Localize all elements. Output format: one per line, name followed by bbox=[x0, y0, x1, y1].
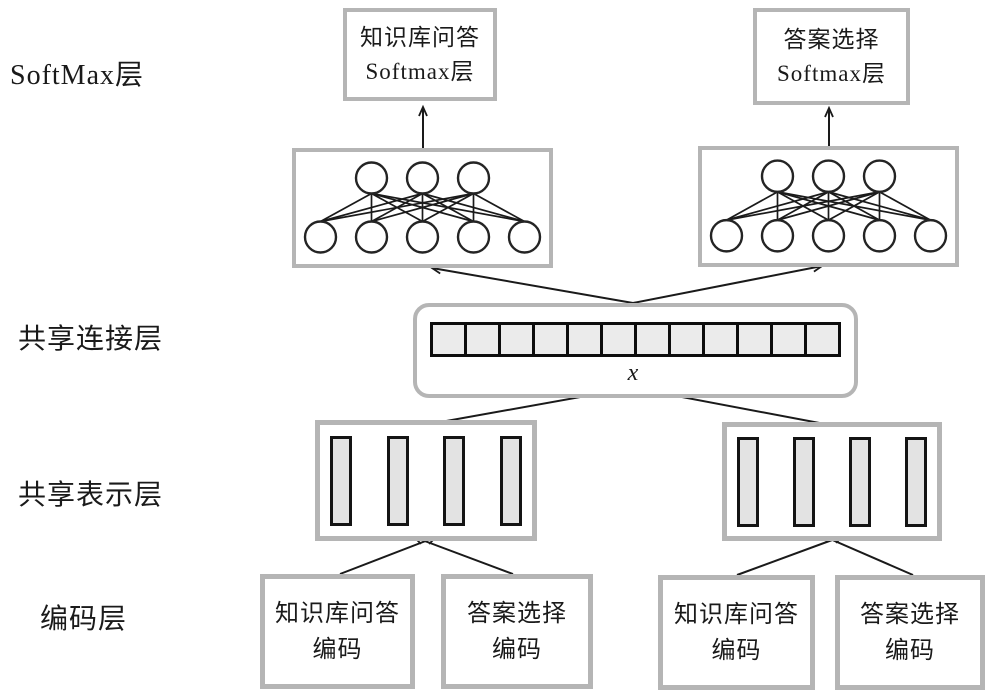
kbqa-softmax-line1: 知识库问答 bbox=[360, 24, 480, 50]
vector-cell bbox=[736, 322, 773, 357]
vector-cell bbox=[634, 322, 671, 357]
layer-label-shared-representation: 共享表示层 bbox=[18, 480, 164, 511]
encoder-box-kbqa-1: 知识库问答 编码 bbox=[260, 574, 415, 689]
answer-softmax-box: 答案选择 Softmax层 bbox=[753, 8, 910, 105]
vector-cells bbox=[430, 322, 841, 357]
encoder-answer-2-line2: 编码 bbox=[885, 637, 935, 664]
nn-graph-left bbox=[303, 161, 542, 254]
encoder-answer-1-line1: 答案选择 bbox=[467, 600, 567, 627]
representation-box-right bbox=[722, 422, 942, 541]
rnn-state-bar bbox=[793, 436, 815, 527]
encoder-answer-2-line1: 答案选择 bbox=[860, 601, 960, 628]
vector-cell bbox=[430, 322, 467, 357]
rnn-state-bar bbox=[849, 436, 871, 527]
encoder-answer-1-line2: 编码 bbox=[492, 636, 542, 663]
encoder-box-answer-1: 答案选择 编码 bbox=[441, 574, 593, 689]
representation-box-left bbox=[315, 420, 537, 541]
encoder-box-kbqa-2: 知识库问答 编码 bbox=[658, 575, 815, 690]
answer-softmax-line2: Softmax层 bbox=[777, 60, 886, 86]
encoder-box-answer-2: 答案选择 编码 bbox=[835, 575, 985, 690]
rnn-state-bar bbox=[443, 435, 466, 526]
encoder-kbqa-1-line1: 知识库问答 bbox=[275, 600, 400, 627]
vector-cell bbox=[770, 322, 807, 357]
rnn-bars-left bbox=[320, 425, 532, 536]
answer-softmax-line1: 答案选择 bbox=[783, 26, 880, 52]
kbqa-softmax-line2: Softmax层 bbox=[365, 58, 475, 84]
encoder-kbqa-2-line2: 编码 bbox=[711, 637, 762, 664]
vector-cell bbox=[702, 322, 739, 357]
rnn-bars-right bbox=[727, 427, 937, 536]
vector-cell bbox=[532, 322, 569, 357]
nn-box-left bbox=[292, 148, 553, 268]
rnn-state-bar bbox=[499, 435, 522, 526]
layer-label-encoding: 编码层 bbox=[40, 604, 128, 635]
encoder-kbqa-1-line2: 编码 bbox=[312, 636, 363, 663]
rnn-state-bar bbox=[737, 436, 759, 527]
rnn-state-bar bbox=[330, 435, 352, 526]
vector-cell bbox=[464, 322, 501, 357]
layer-label-softmax: SoftMax层 bbox=[10, 60, 145, 91]
shared-connection-box bbox=[413, 303, 858, 398]
nn-graph-right bbox=[709, 159, 948, 253]
layer-label-shared-connection: 共享连接层 bbox=[18, 324, 164, 355]
x-output-label: x bbox=[627, 360, 639, 386]
vector-cell bbox=[804, 322, 841, 357]
vector-cell bbox=[600, 322, 637, 357]
encoder-kbqa-2-line1: 知识库问答 bbox=[674, 601, 799, 628]
rnn-state-bar bbox=[386, 435, 409, 526]
vector-cell bbox=[668, 322, 705, 357]
vector-cell bbox=[498, 322, 535, 357]
kbqa-softmax-box: 知识库问答 Softmax层 bbox=[343, 8, 497, 101]
nn-box-right bbox=[698, 146, 959, 267]
vector-cell bbox=[566, 322, 603, 357]
rnn-state-bar bbox=[905, 436, 927, 527]
